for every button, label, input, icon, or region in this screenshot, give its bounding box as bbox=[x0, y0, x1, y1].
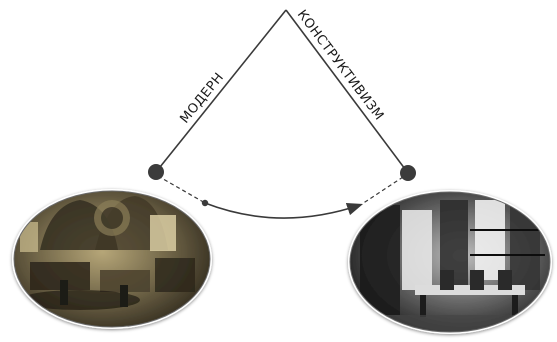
right-dashed-connector bbox=[361, 176, 404, 205]
constructivism-label: КОНСТРУКТИВИЗМ bbox=[294, 7, 387, 123]
modern-node bbox=[148, 164, 164, 180]
left-dashed-connector bbox=[157, 175, 206, 204]
constructivism-interior-photo bbox=[348, 190, 552, 334]
constructivism-branch-line bbox=[285, 9, 409, 174]
constructivism-node bbox=[400, 165, 416, 181]
modern-branch-line bbox=[155, 9, 287, 173]
modern-label: МОДЕРН bbox=[177, 70, 227, 126]
modern-interior-photo bbox=[12, 189, 212, 329]
transition-arrow bbox=[204, 202, 364, 219]
